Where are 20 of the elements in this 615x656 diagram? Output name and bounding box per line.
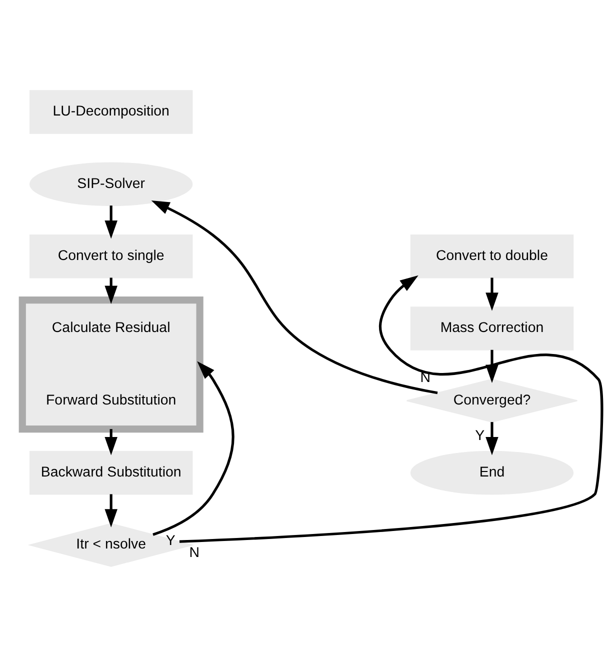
arrow <box>486 277 498 310</box>
node-box: Backward Substitution <box>29 450 193 494</box>
cluster <box>18 296 204 432</box>
arrow <box>152 360 234 536</box>
node-box: Convert to double <box>410 234 574 278</box>
node-box: Convert to single <box>29 234 193 278</box>
arrow <box>179 274 604 542</box>
arrow <box>486 422 498 455</box>
arrow <box>104 277 118 304</box>
node-text: Forward Substitution <box>46 392 176 408</box>
node-text: Calculate Residual <box>52 320 170 336</box>
node-ellipse: End <box>410 450 574 494</box>
arrow <box>104 205 118 238</box>
arrow <box>151 200 438 394</box>
arrow <box>486 349 498 383</box>
node-ellipse: SIP-Solver <box>29 162 193 206</box>
arrow <box>104 494 118 527</box>
node-box: Mass Correction <box>410 306 574 350</box>
edge-label: Y <box>475 428 485 444</box>
edge-label: Y <box>166 532 176 549</box>
